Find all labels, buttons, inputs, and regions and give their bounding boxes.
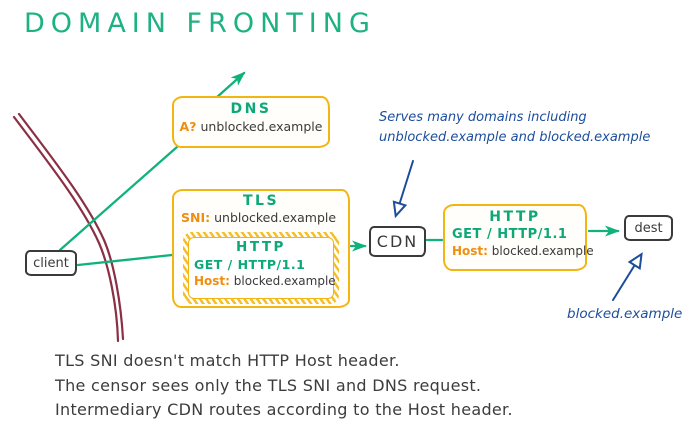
cdn-note-line1: Serves many domains including (379, 110, 587, 125)
inner-http-title: HTTP (236, 239, 286, 255)
dns-outbound-arrow (214, 71, 246, 100)
dns-box: DNS A? unblocked.example (172, 96, 330, 148)
cdn-http-title: HTTP (489, 209, 541, 225)
inner-http-host-label: Host: (194, 274, 230, 288)
dns-title: DNS (230, 101, 272, 117)
censor-boundary-line (12, 115, 120, 343)
cdn-http-host-label: Host: (452, 244, 488, 258)
footer-notes: TLS SNI doesn't match HTTP Host header. … (55, 349, 513, 423)
tls-sni-line: SNI: unblocked.example (181, 210, 348, 225)
censor-boundary-line-2 (17, 112, 125, 341)
footer-note-1: TLS SNI doesn't match HTTP Host header. (55, 351, 400, 370)
note-to-dest-arrow (612, 252, 643, 301)
cdn-label: CDN (376, 232, 419, 251)
tls-sni-label: SNI: (181, 210, 211, 225)
dns-query-value: unblocked.example (200, 119, 323, 134)
cdn-http-request-line: GET / HTTP/1.1 (452, 227, 568, 242)
note-to-cdn-arrow (392, 160, 414, 219)
dns-query-label: A? (179, 119, 197, 134)
client-to-dns-line (58, 145, 179, 252)
dest-label: dest (634, 221, 663, 236)
cdn-note-line2: unblocked.example and blocked.example (379, 130, 651, 145)
client-label: client (33, 256, 69, 271)
cdn-http-box: HTTP GET / HTTP/1.1 Host: blocked.exampl… (443, 204, 594, 271)
inner-http-box-fill: HTTP GET / HTTP/1.1 Host: blocked.exampl… (188, 237, 336, 299)
footer-note-2: The censor sees only the TLS SNI and DNS… (55, 375, 482, 395)
cdn-note: Serves many domains including unblocked.… (379, 108, 650, 148)
dest-note: blocked.example (567, 306, 683, 322)
inner-http-host-value: blocked.example (233, 274, 336, 288)
cdn-http-host-line: Host: blocked.example (452, 244, 594, 258)
cdn-box: CDN (369, 226, 426, 257)
inner-http-request-line: GET / HTTP/1.1 (194, 257, 306, 272)
tls-box: TLS SNI: unblocked.example HTTP GET / HT… (172, 189, 350, 308)
tls-sni-value: unblocked.example (214, 210, 337, 225)
client-to-tls-line (76, 253, 174, 267)
footer-note-3: Intermediary CDN routes according to the… (55, 400, 513, 419)
inner-http-box: HTTP GET / HTTP/1.1 Host: blocked.exampl… (183, 232, 339, 304)
dns-query-line: A? unblocked.example (174, 119, 328, 134)
cdn-http-host-value: blocked.example (491, 244, 594, 258)
client-box: client (25, 250, 77, 276)
page-title: DOMAIN FRONTING (24, 8, 376, 39)
tls-title: TLS (242, 193, 280, 209)
dest-box: dest (624, 215, 673, 241)
inner-http-host-line: Host: blocked.example (194, 274, 336, 288)
